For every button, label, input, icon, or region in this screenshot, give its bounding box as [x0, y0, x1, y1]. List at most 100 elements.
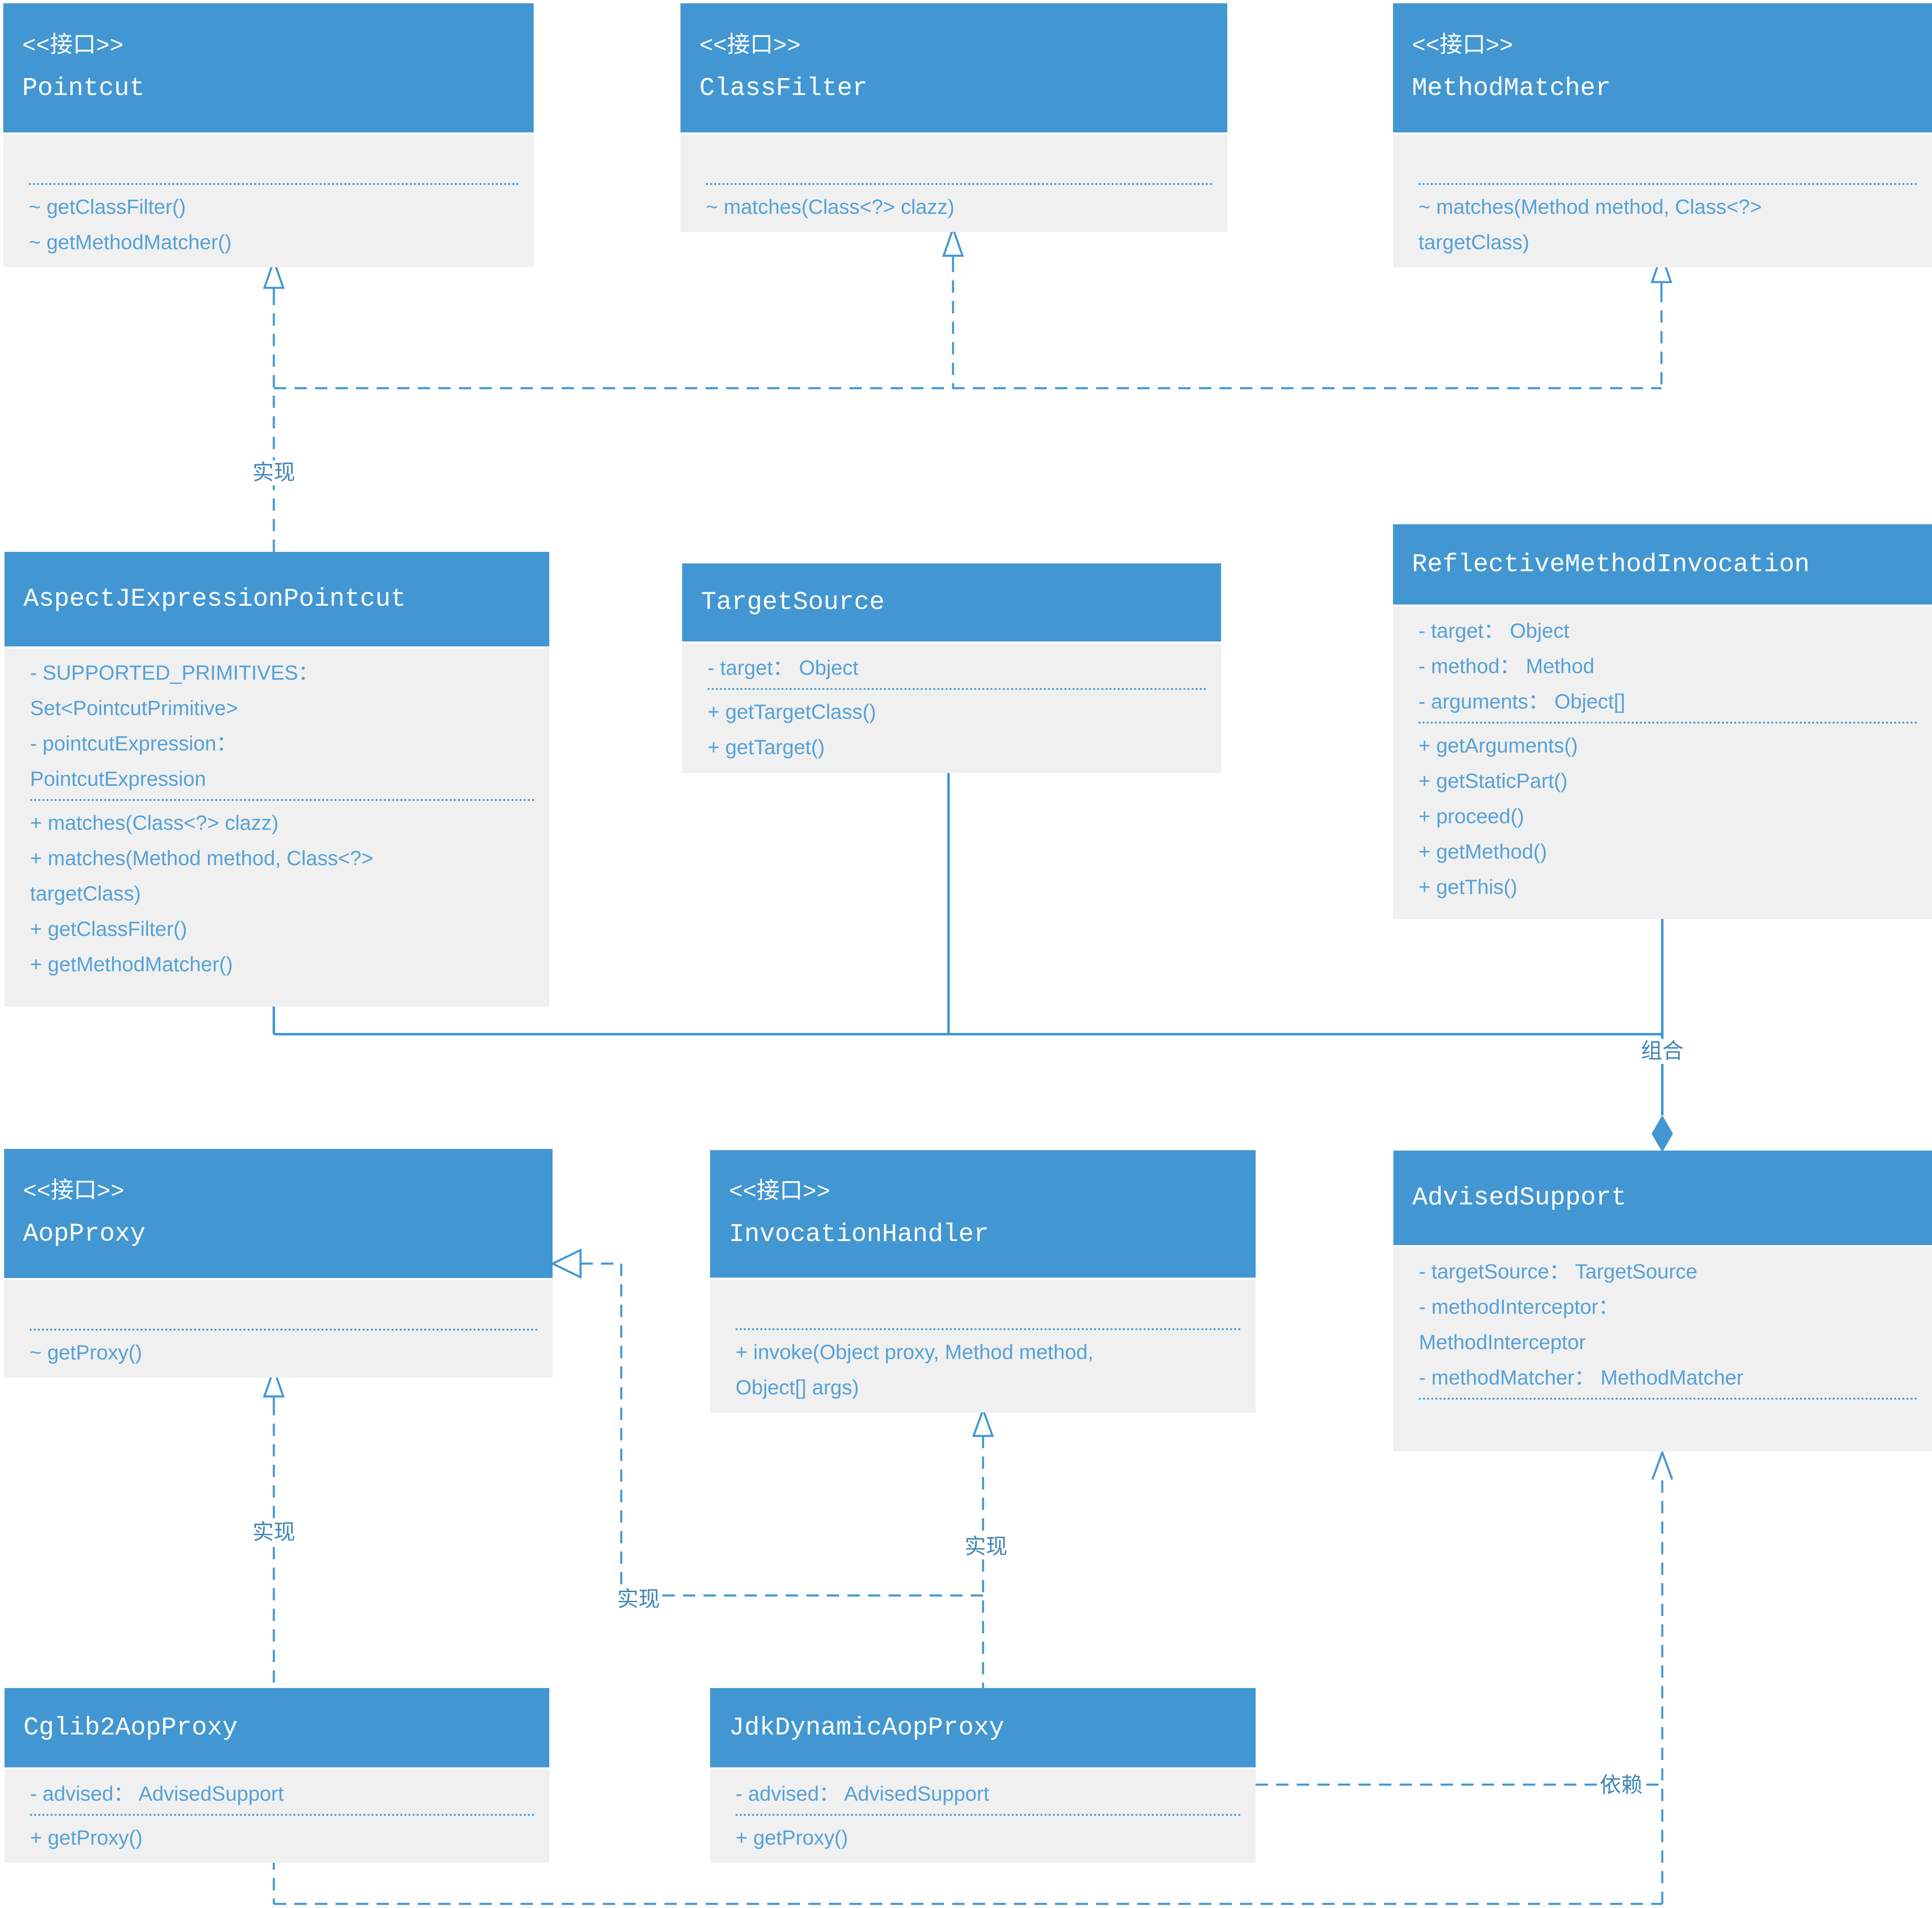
- class-header: <<接口>> InvocationHandler: [710, 1150, 1256, 1278]
- class-title: MethodMatcher: [1412, 74, 1611, 103]
- class-title: Pointcut: [22, 74, 145, 103]
- edge-label-realize-jdk-aopproxy: 实现: [614, 1587, 663, 1612]
- method-line: + getTargetClass(): [708, 700, 876, 723]
- class-title: AdvisedSupport: [1412, 1183, 1627, 1212]
- methods-section: + getArguments() + getStaticPart() + pro…: [1418, 724, 1917, 912]
- method-line: + proceed(): [1418, 805, 1525, 828]
- class-header: <<接口>> AopProxy: [4, 1149, 553, 1278]
- attributes-section: - advised： AdvisedSupport: [30, 1776, 534, 1816]
- attributes-section: - target： Object: [708, 650, 1206, 690]
- attribute-line: - advised： AdvisedSupport: [736, 1782, 990, 1805]
- methods-section: [1419, 1400, 1917, 1444]
- attribute-line: PointcutExpression: [30, 767, 206, 790]
- class-body: ~ matches(Class<?> clazz): [680, 134, 1227, 232]
- methods-section: ~ getProxy(): [30, 1331, 538, 1370]
- attribute-line: - methodInterceptor：: [1419, 1295, 1619, 1318]
- method-line: ~ getMethodMatcher(): [29, 231, 232, 254]
- realization-arrowheads: [263, 225, 1673, 1437]
- class-box-reflectivemethodinvocation[interactable]: ReflectiveMethodInvocation - target： Obj…: [1393, 524, 1932, 919]
- class-box-methodmatcher[interactable]: <<接口>> MethodMatcher ~ matches(Method me…: [1393, 3, 1932, 267]
- class-box-advisedsupport[interactable]: AdvisedSupport - targetSource： TargetSou…: [1393, 1151, 1932, 1452]
- class-title: ClassFilter: [699, 74, 868, 103]
- class-body: - advised： AdvisedSupport + getProxy(): [5, 1769, 549, 1863]
- edge-label-composition: 组合: [1638, 1039, 1687, 1064]
- methods-section: + getProxy(): [736, 1816, 1241, 1855]
- attributes-section: - targetSource： TargetSource - methodInt…: [1419, 1254, 1917, 1400]
- dependency-arrowhead: [1651, 1449, 1673, 1480]
- class-header: TargetSource: [682, 563, 1221, 641]
- attribute-line: Set<PointcutPrimitive>: [30, 697, 238, 720]
- method-line: + getStaticPart(): [1418, 769, 1568, 792]
- class-box-aspectjexpressionpointcut[interactable]: AspectJExpressionPointcut - SUPPORTED_PR…: [5, 552, 549, 1007]
- class-title: AspectJExpressionPointcut: [23, 584, 406, 614]
- class-body: - target： Object - method： Method - argu…: [1393, 607, 1932, 919]
- attribute-line: - SUPPORTED_PRIMITIVES：: [30, 661, 319, 684]
- class-title: TargetSource: [701, 588, 885, 617]
- method-line: + matches(Method method, Class<?>: [30, 847, 374, 870]
- edge-label-dependency: 依赖: [1597, 1773, 1645, 1798]
- attributes-section: [30, 1287, 538, 1331]
- class-body: ~ getClassFilter() ~ getMethodMatcher(): [3, 134, 534, 267]
- methods-section: + invoke(Object proxy, Method method, Ob…: [736, 1330, 1241, 1405]
- class-body: ~ matches(Method method, Class<?> target…: [1393, 134, 1932, 267]
- stereotype-label: <<接口>>: [729, 1179, 831, 1205]
- method-line: Object[] args): [736, 1376, 859, 1399]
- method-line: + getClassFilter(): [30, 917, 187, 940]
- dependency-lines: [273, 1480, 1664, 1905]
- method-line: + getThis(): [1418, 875, 1518, 898]
- class-body: - SUPPORTED_PRIMITIVES： Set<PointcutPrim…: [5, 648, 549, 1007]
- class-box-classfilter[interactable]: <<接口>> ClassFilter ~ matches(Class<?> cl…: [680, 3, 1227, 232]
- attribute-line: - method： Method: [1418, 655, 1594, 678]
- class-box-invocationhandler[interactable]: <<接口>> InvocationHandler + invoke(Object…: [710, 1150, 1256, 1412]
- class-body: - targetSource： TargetSource - methodInt…: [1393, 1247, 1932, 1452]
- stereotype-label: <<接口>>: [22, 33, 124, 59]
- composition-diamond: [1652, 1115, 1673, 1152]
- class-box-targetsource[interactable]: TargetSource - target： Object + getTarge…: [682, 563, 1221, 773]
- class-body: + invoke(Object proxy, Method method, Ob…: [710, 1280, 1256, 1412]
- attributes-section: [29, 141, 519, 185]
- class-title: ReflectiveMethodInvocation: [1412, 549, 1810, 579]
- method-line: + getProxy(): [736, 1826, 848, 1849]
- class-box-pointcut[interactable]: <<接口>> Pointcut ~ getClassFilter() ~ get…: [3, 3, 534, 267]
- attribute-line: - target： Object: [708, 656, 858, 679]
- attributes-section: - SUPPORTED_PRIMITIVES： Set<PointcutPrim…: [30, 655, 534, 801]
- attribute-line: MethodInterceptor: [1419, 1331, 1586, 1354]
- realization-lines-bottom: [273, 1262, 984, 1688]
- class-title: JdkDynamicAopProxy: [729, 1713, 1004, 1742]
- edge-label-realize-jdk-invocationhandler: 实现: [962, 1534, 1010, 1560]
- class-box-jdkdynamicaopproxy[interactable]: JdkDynamicAopProxy - advised： AdvisedSup…: [710, 1688, 1256, 1863]
- class-header: ReflectiveMethodInvocation: [1393, 524, 1932, 604]
- class-title: Cglib2AopProxy: [23, 1713, 238, 1742]
- class-header: AspectJExpressionPointcut: [5, 552, 549, 646]
- class-body: - advised： AdvisedSupport + getProxy(): [710, 1769, 1256, 1863]
- attribute-line: - pointcutExpression：: [30, 732, 237, 755]
- class-box-cglib2aopproxy[interactable]: Cglib2AopProxy - advised： AdvisedSupport…: [5, 1688, 549, 1863]
- method-line: ~ matches(Method method, Class<?>: [1418, 195, 1762, 218]
- class-header: <<接口>> Pointcut: [3, 3, 534, 132]
- class-title: AopProxy: [23, 1219, 146, 1248]
- method-line: ~ getProxy(): [30, 1341, 142, 1364]
- triangle-aopproxy-right: [550, 1248, 582, 1279]
- method-line: + getMethod(): [1418, 840, 1547, 863]
- methods-section: + matches(Class<?> clazz) + matches(Meth…: [30, 801, 534, 999]
- methods-section: + getProxy(): [30, 1816, 534, 1855]
- class-header: AdvisedSupport: [1393, 1151, 1932, 1245]
- method-line: + getArguments(): [1418, 734, 1578, 757]
- method-line: + getProxy(): [30, 1826, 143, 1849]
- realization-lines-top: [273, 260, 1663, 552]
- method-line: + invoke(Object proxy, Method method,: [736, 1341, 1094, 1364]
- attributes-section: [1418, 141, 1917, 185]
- method-line: + getMethodMatcher(): [30, 953, 233, 976]
- attributes-section: [736, 1286, 1241, 1330]
- edge-label-realize-pointcut: 实现: [250, 460, 298, 486]
- method-line: + getTarget(): [708, 736, 825, 759]
- method-line: targetClass): [1418, 231, 1529, 254]
- class-box-aopproxy[interactable]: <<接口>> AopProxy ~ getProxy(): [4, 1149, 553, 1378]
- stereotype-label: <<接口>>: [699, 33, 801, 59]
- class-body: - target： Object + getTargetClass() + ge…: [682, 644, 1221, 773]
- edge-label-realize-cglib-aopproxy: 实现: [250, 1520, 298, 1545]
- attribute-line: - arguments： Object[]: [1418, 690, 1625, 713]
- method-line: ~ matches(Class<?> clazz): [706, 195, 955, 218]
- methods-section: ~ matches(Method method, Class<?> target…: [1418, 185, 1917, 260]
